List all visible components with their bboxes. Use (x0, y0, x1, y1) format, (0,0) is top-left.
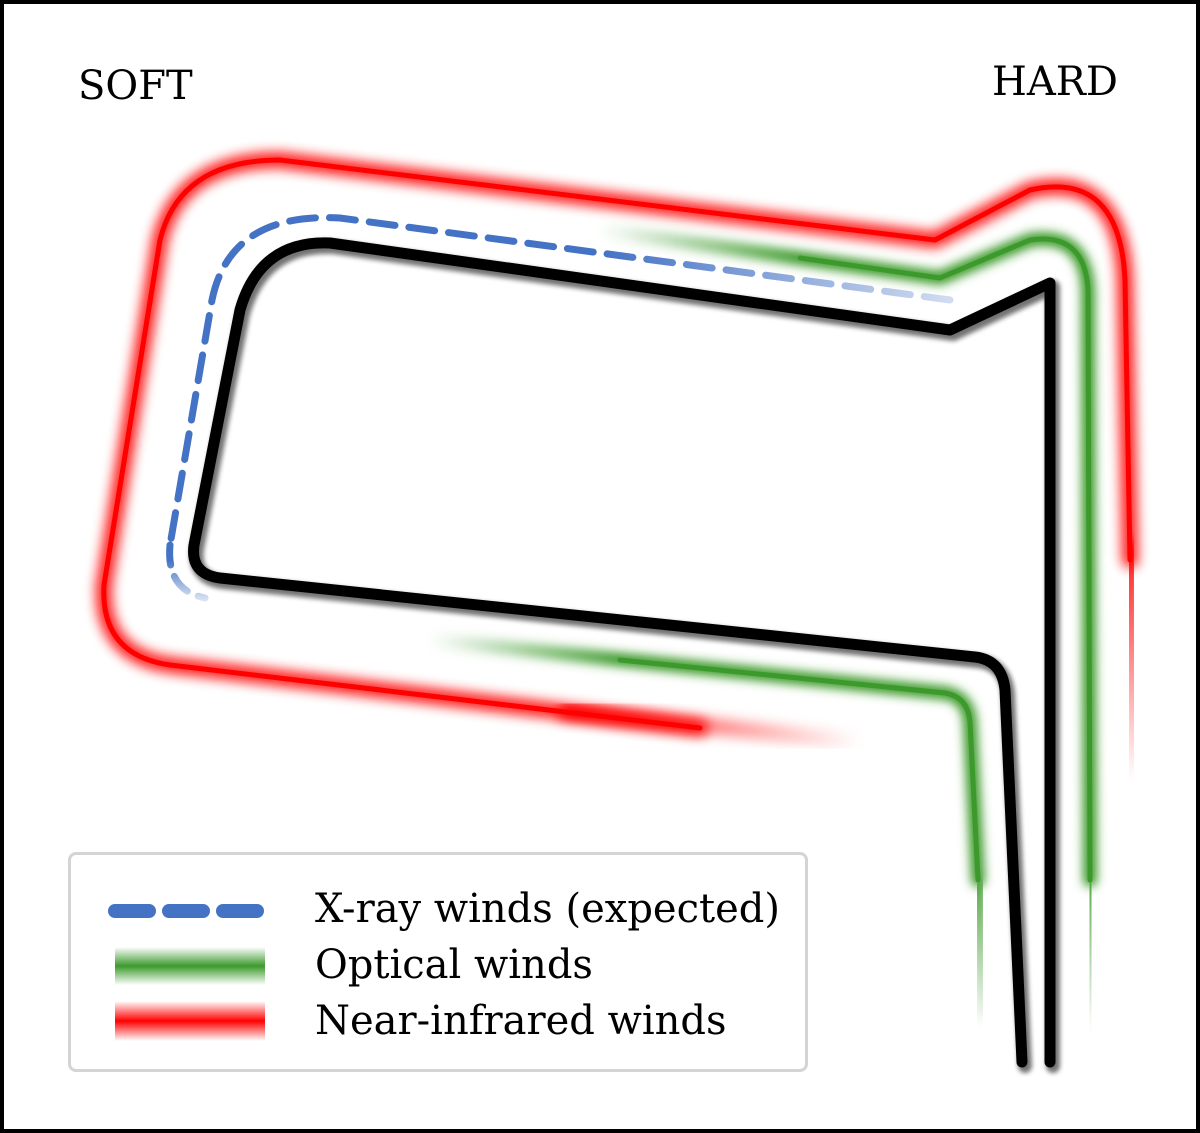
soft-state-label: SOFT (78, 63, 193, 109)
optical-wind-track-bottom-tail (971, 879, 989, 1021)
optical-wind-track-right-tail (1083, 879, 1098, 1031)
hard-state-label: HARD (992, 59, 1118, 105)
hysteresis-track-line (188, 237, 1056, 1068)
optical-wind-track-bottom-core (617, 657, 981, 883)
nir-wind-tail-bottom (559, 702, 861, 750)
nir-wind-tail-right (1122, 539, 1141, 781)
legend-item-nir: Near-infrared winds (71, 993, 805, 1049)
legend-label-xray: X-ray winds (expected) (315, 886, 780, 932)
legend-label-nir: Near-infrared winds (315, 998, 727, 1044)
legend-swatch-optical (115, 947, 265, 985)
legend: X-ray winds (expected) Optical winds Nea… (68, 852, 808, 1072)
legend-label-optical: Optical winds (315, 942, 593, 988)
hysteresis-track (188, 237, 1060, 1073)
nir-wind-track-core (101, 157, 1133, 731)
optical-wind-track (423, 223, 1098, 1031)
nir-wind-track-main (95, 152, 1138, 736)
legend-swatch-nir (115, 1001, 265, 1041)
xray-wind-track (166, 214, 954, 602)
nir-wind-track (95, 152, 1141, 781)
xray-wind-track-corner (166, 541, 209, 602)
optical-wind-track-bottom (423, 633, 985, 887)
legend-item-xray: X-ray winds (expected) (71, 881, 805, 937)
xray-wind-track-top (166, 214, 954, 549)
optical-wind-track-top-core (797, 236, 1093, 883)
legend-item-optical: Optical winds (71, 937, 805, 993)
legend-swatch-xray (108, 904, 266, 918)
